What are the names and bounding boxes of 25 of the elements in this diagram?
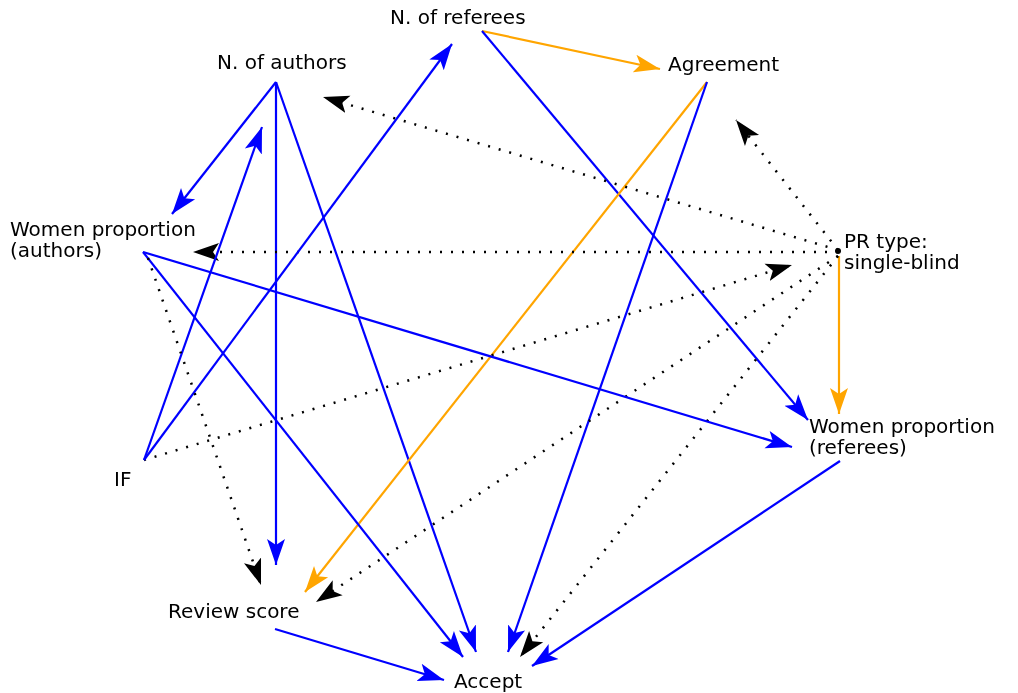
dotted-arrow bbox=[146, 257, 263, 586]
node-label: Review score bbox=[168, 601, 316, 622]
arrow bbox=[830, 256, 848, 414]
arrow bbox=[481, 30, 809, 421]
dotted-arrow bbox=[519, 255, 839, 658]
arrow bbox=[171, 81, 277, 215]
arrow bbox=[304, 81, 708, 593]
node-label: N. of referees bbox=[390, 7, 540, 28]
node-label: PR type: single-blind bbox=[844, 231, 974, 273]
node-label: Agreement bbox=[668, 54, 792, 75]
arrow bbox=[531, 460, 841, 667]
arrow bbox=[267, 82, 285, 565]
node-label: Accept bbox=[454, 671, 534, 692]
arrow bbox=[481, 29, 661, 73]
node-label: Women proportion (authors) bbox=[10, 219, 220, 261]
node-label: Women proportion (referees) bbox=[809, 416, 1017, 458]
node-label: IF bbox=[114, 469, 138, 490]
arrow bbox=[274, 81, 478, 653]
arrow bbox=[506, 81, 709, 653]
arrow bbox=[274, 627, 445, 682]
node-label: N. of authors bbox=[217, 52, 363, 73]
arrow bbox=[142, 126, 264, 461]
arrow bbox=[143, 43, 453, 461]
arrow bbox=[142, 251, 464, 658]
dotted-arrow bbox=[315, 254, 839, 604]
